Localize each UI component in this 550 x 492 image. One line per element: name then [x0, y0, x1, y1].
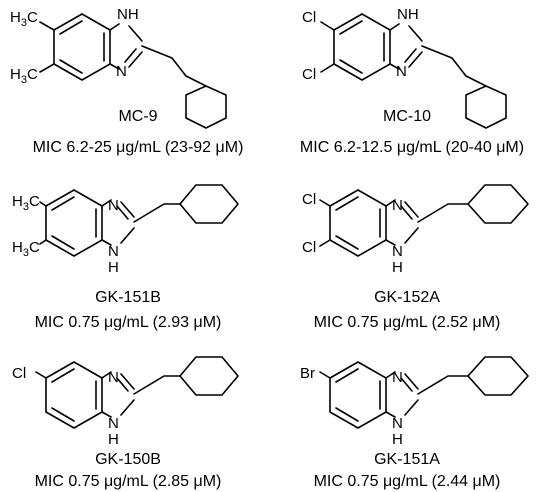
- h-label: H: [108, 431, 119, 448]
- nh-label: NH: [397, 6, 419, 23]
- compound-mic: MIC 0.75 μg/mL (2.85 μM): [35, 473, 222, 490]
- compound-mic: MIC 0.75 μg/mL (2.93 μM): [35, 314, 222, 331]
- compound-name: MC-10: [383, 108, 431, 125]
- nh-label: NH: [117, 6, 139, 23]
- substituent-label: H3C: [10, 9, 38, 29]
- n-label: N: [392, 197, 403, 214]
- n-label: N: [108, 415, 119, 432]
- compound-gk-151b: N N H H3C H3C GK-151B MIC 0.75 μg/mL (2.…: [12, 184, 239, 331]
- substituent-label: H3C: [10, 66, 38, 86]
- substituent-label: Cl: [12, 365, 26, 382]
- substituent-label: Cl: [302, 9, 316, 26]
- compound-gk-151a: N N H Br GK-151A MIC 0.75 μg/mL (2.44 μM…: [300, 356, 529, 490]
- compound-mic: MIC 0.75 μg/mL (2.52 μM): [314, 314, 501, 331]
- molecule-structure: N N H Br: [300, 356, 529, 448]
- n-label: N: [116, 63, 127, 80]
- compound-name: GK-152A: [374, 289, 440, 306]
- compound-mic: MIC 6.2-12.5 μg/mL (20-40 μM): [300, 139, 524, 156]
- molecule-structure: N N H Cl: [12, 356, 239, 448]
- molecule-structure: N N H Cl Cl: [302, 184, 529, 276]
- substituent-label: Cl: [302, 239, 316, 256]
- n-label: N: [108, 369, 119, 386]
- compound-name: GK-150B: [95, 451, 161, 468]
- substituent-label: Cl: [302, 66, 316, 83]
- compound-gk-150b: N N H Cl GK-150B MIC 0.75 μg/mL (2.85 μM…: [12, 356, 239, 490]
- h-label: H: [392, 431, 403, 448]
- compound-name: GK-151A: [374, 451, 440, 468]
- molecule-structure: N N H H3C H3C: [12, 184, 239, 276]
- molecule-structure: NH N H3C H3C: [10, 6, 227, 129]
- n-label: N: [396, 63, 407, 80]
- n-label: N: [108, 197, 119, 214]
- compound-name: GK-151B: [95, 289, 161, 306]
- substituent-label: H3C: [12, 239, 40, 259]
- compound-mc-9: NH N H3C H3C MC-9 MIC 6.2-25 μg/mL (23-9…: [10, 6, 243, 156]
- compound-mic: MIC 6.2-25 μg/mL (23-92 μM): [33, 139, 244, 156]
- n-label: N: [392, 415, 403, 432]
- n-label: N: [392, 369, 403, 386]
- compound-mic: MIC 0.75 μg/mL (2.44 μM): [314, 473, 501, 490]
- substituent-label: H3C: [12, 193, 40, 213]
- compound-gk-152a: N N H Cl Cl GK-152A MIC 0.75 μg/mL (2.52…: [302, 184, 529, 331]
- compound-name: MC-9: [118, 108, 157, 125]
- molecule-structure: NH N Cl Cl: [302, 6, 507, 129]
- n-label: N: [108, 243, 119, 260]
- substituent-label: Br: [300, 365, 315, 382]
- n-label: N: [392, 243, 403, 260]
- h-label: H: [392, 259, 403, 276]
- substituent-label: Cl: [302, 191, 316, 208]
- compound-mc-10: NH N Cl Cl MC-10 MIC 6.2-12.5 μg/mL (20-…: [300, 6, 524, 156]
- h-label: H: [108, 259, 119, 276]
